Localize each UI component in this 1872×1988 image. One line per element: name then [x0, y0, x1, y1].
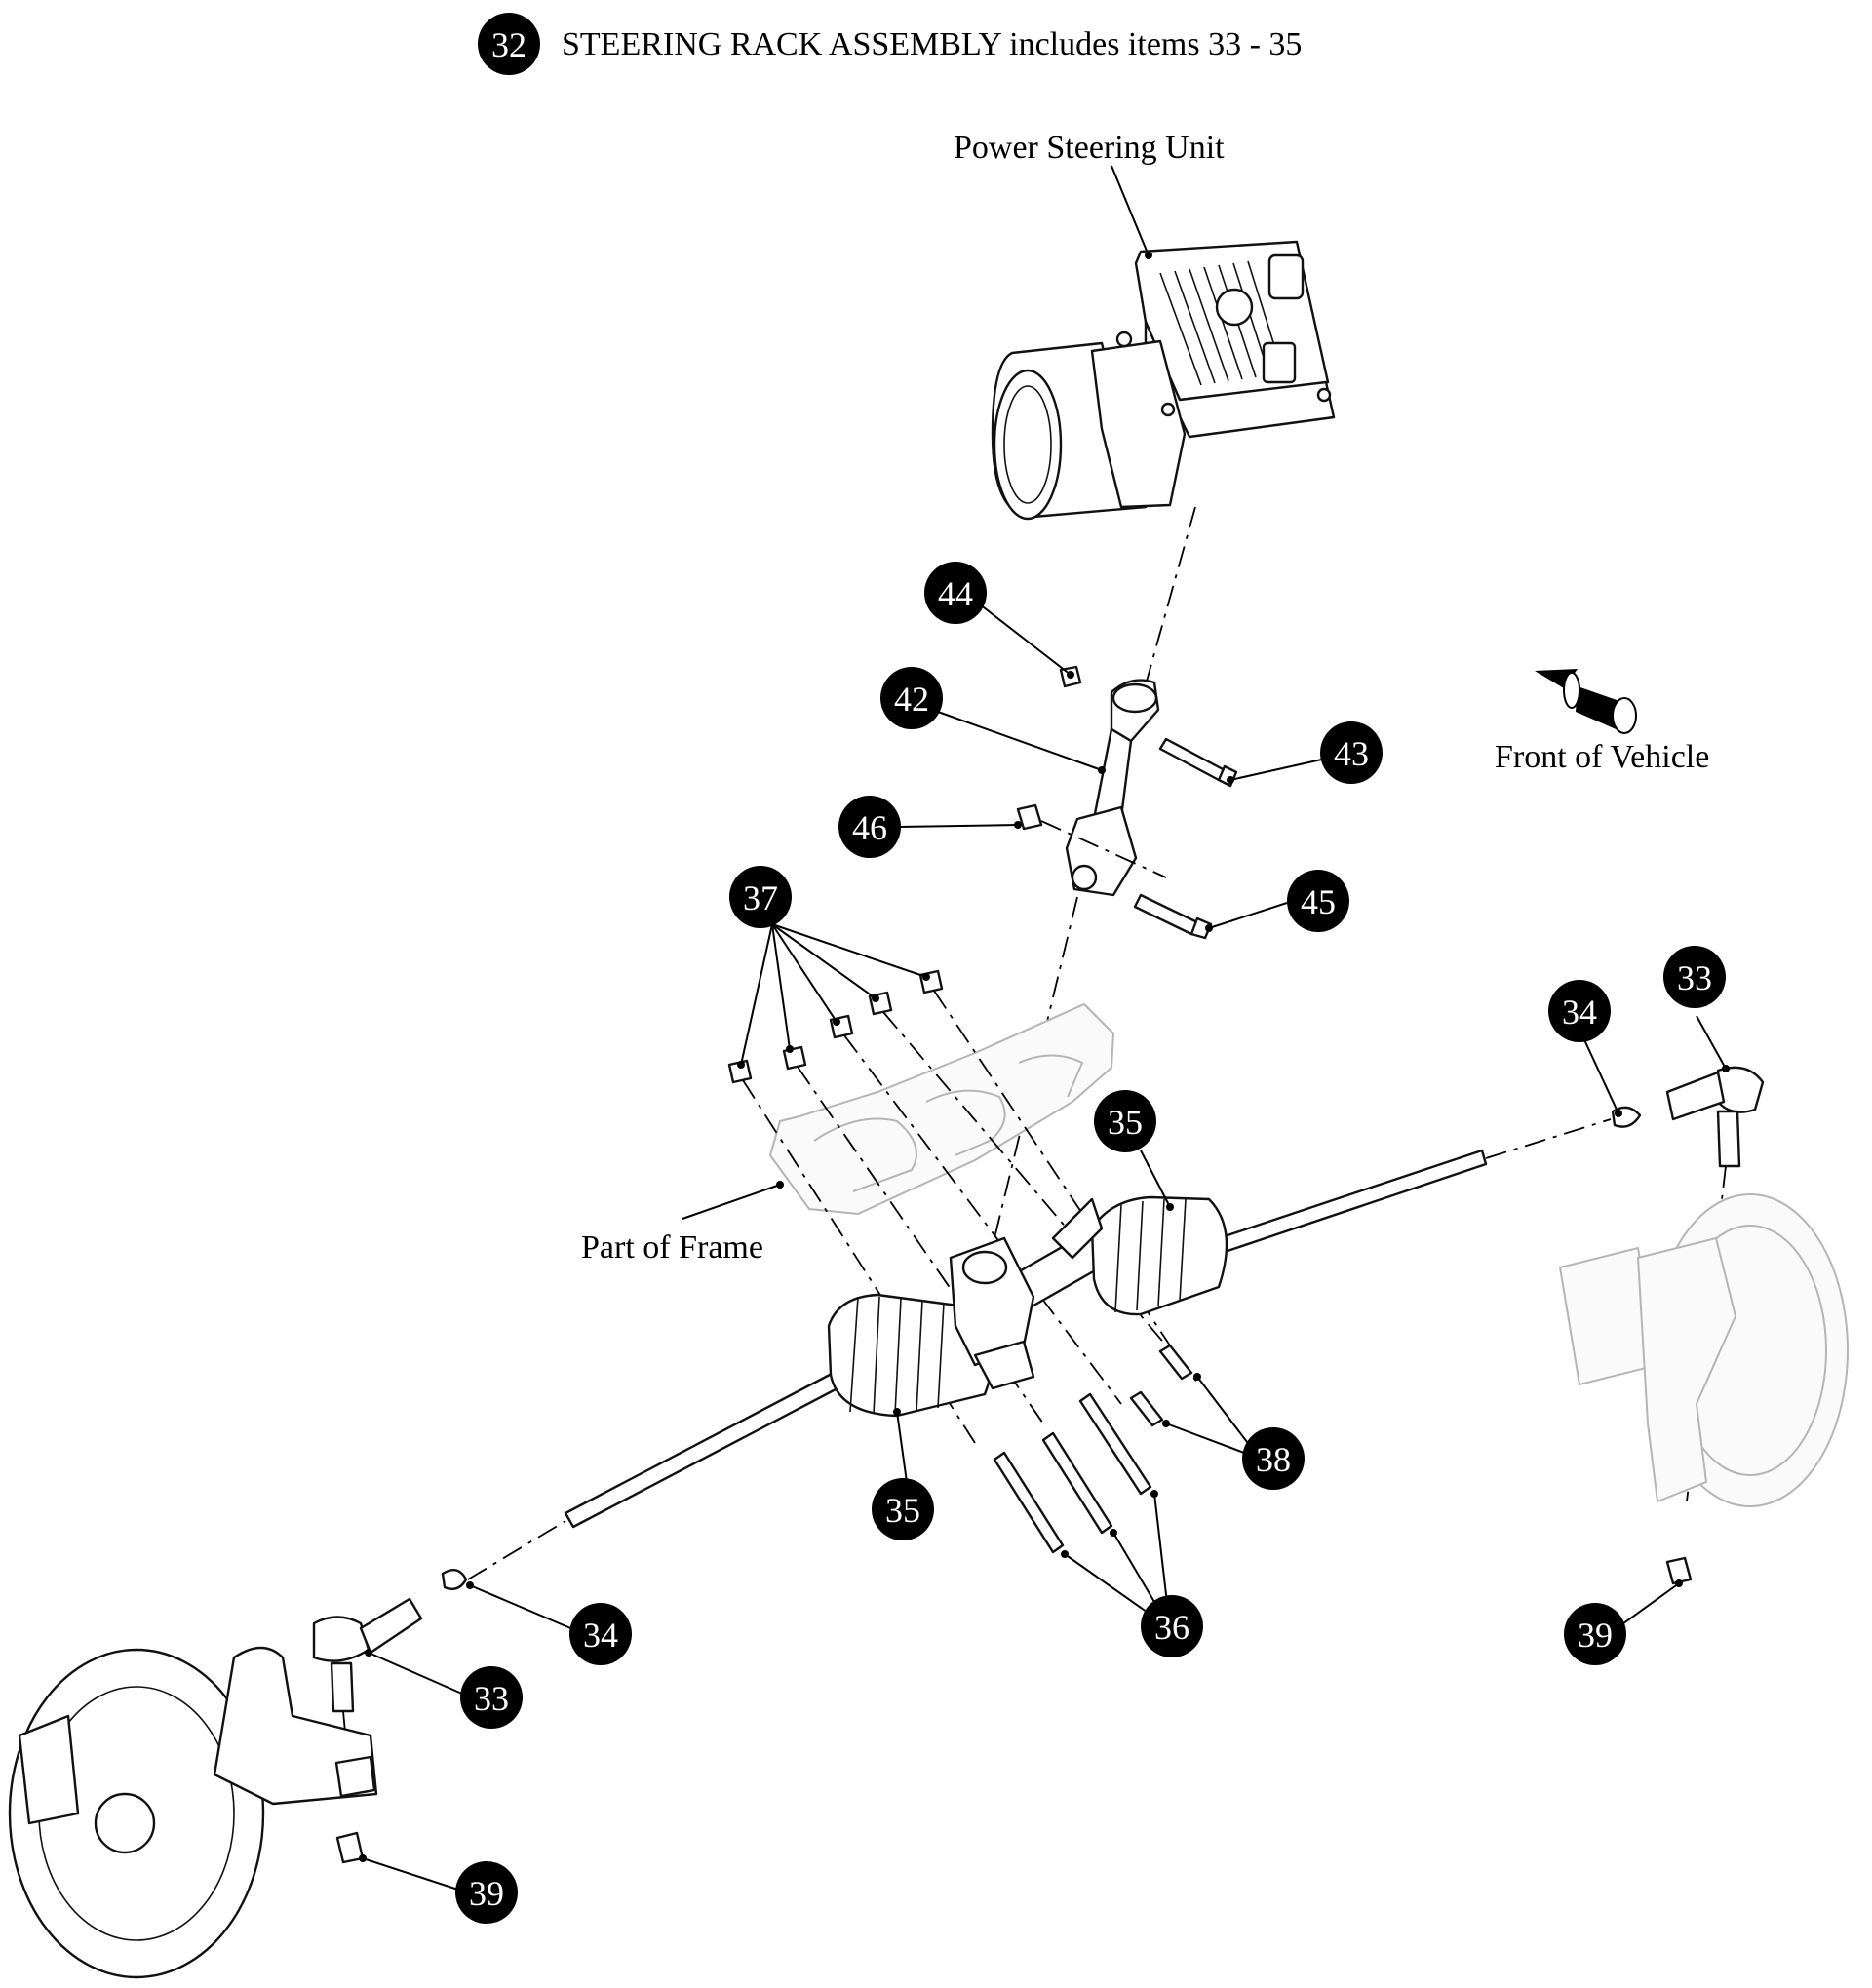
- frame-nuts-37: [727, 969, 1200, 1444]
- callout-33-right: 33: [1663, 946, 1726, 1008]
- callout-leaders: [359, 604, 1730, 1892]
- callout-36-number: 36: [1154, 1608, 1190, 1647]
- steering-shaft-group: [994, 665, 1238, 1239]
- callout-46-number: 46: [852, 808, 887, 847]
- callout-35-lower: 35: [872, 1478, 934, 1540]
- left-knuckle-and-rotor: [8, 1646, 378, 1979]
- front-of-vehicle-label: Front of Vehicle: [1495, 739, 1709, 775]
- callout-33-right-number: 33: [1677, 958, 1712, 997]
- callout-39-right-number: 39: [1578, 1616, 1613, 1655]
- callout-35-upper-number: 35: [1108, 1103, 1143, 1142]
- callout-42-number: 42: [894, 680, 929, 719]
- callout-45: 45: [1287, 870, 1349, 932]
- callout-39-left: 39: [455, 1861, 518, 1924]
- power-steering-unit: Power Steering Unit: [954, 130, 1336, 703]
- callout-39-left-number: 39: [469, 1874, 504, 1913]
- frame-section: Part of Frame: [581, 1002, 1115, 1266]
- callout-34-left: 34: [569, 1603, 632, 1665]
- callout-44-number: 44: [938, 574, 973, 613]
- callout-33-left-number: 33: [474, 1679, 509, 1718]
- front-of-vehicle-indicator: Front of Vehicle: [1495, 669, 1709, 775]
- callout-36: 36: [1141, 1595, 1203, 1657]
- callout-34-left-number: 34: [583, 1616, 618, 1655]
- callout-43-number: 43: [1334, 734, 1369, 773]
- callout-45-number: 45: [1301, 882, 1336, 921]
- title-item-badge: 32: [478, 13, 540, 75]
- part-of-frame-label: Part of Frame: [581, 1229, 763, 1266]
- callout-39-right: 39: [1564, 1603, 1626, 1665]
- page-title: STEERING RACK ASSEMBLY includes items 33…: [562, 26, 1302, 62]
- left-tie-rod-end: [312, 1520, 566, 1775]
- right-knuckle-and-rotor: [1558, 1193, 1849, 1585]
- power-steering-unit-label: Power Steering Unit: [954, 130, 1225, 166]
- callout-33-left: 33: [460, 1666, 523, 1729]
- callout-37: 37: [729, 866, 792, 928]
- callout-34-right-number: 34: [1562, 993, 1597, 1032]
- callout-44: 44: [924, 562, 987, 624]
- callout-43: 43: [1320, 721, 1383, 784]
- steering-rack-assembly: [564, 1149, 1488, 1554]
- callout-35-lower-number: 35: [885, 1491, 920, 1530]
- callout-37-number: 37: [743, 878, 778, 917]
- callout-42: 42: [880, 667, 943, 729]
- callout-38: 38: [1242, 1427, 1305, 1490]
- callout-46: 46: [838, 796, 901, 858]
- callout-38-number: 38: [1256, 1440, 1291, 1479]
- callout-34-right: 34: [1548, 980, 1611, 1042]
- callout-35-upper: 35: [1094, 1090, 1156, 1152]
- title-item-number: 32: [491, 25, 526, 64]
